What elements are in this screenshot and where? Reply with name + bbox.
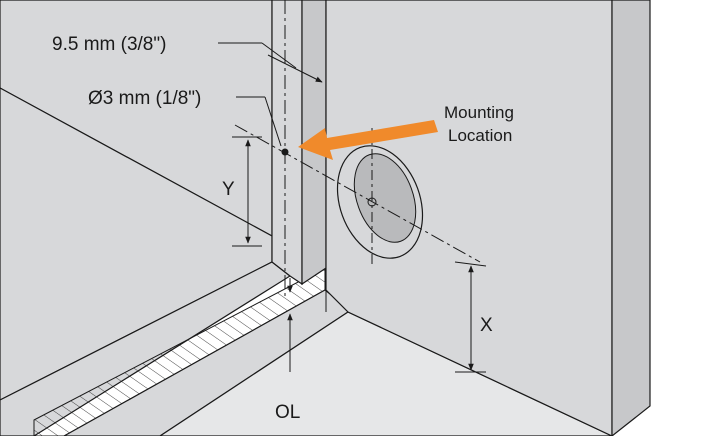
mounting-location-label-line1: Mounting: [444, 103, 514, 122]
hole-diameter-label: Ø3 mm (1/8"): [88, 88, 201, 109]
edge-dim-leader-diag: [261, 42, 297, 69]
mounting-hole: [281, 148, 289, 156]
y-dimension-label: Y: [222, 179, 235, 200]
door-edge: [611, 0, 651, 436]
hinge-cup-recess-inner: [353, 153, 417, 243]
edge-dim-line: [267, 54, 323, 83]
x-dimension-label: X: [480, 315, 493, 336]
overlay-label: OL: [275, 402, 300, 423]
horizontal-centerline: [234, 124, 481, 263]
edge-distance-label: 9.5 mm (3/8"): [52, 34, 166, 55]
x-dim-ext-top: [454, 261, 487, 267]
background-right: [650, 0, 720, 436]
face-frame-front: [271, 0, 303, 286]
door-panel: [325, 0, 613, 436]
mounting-location-arrow: [298, 120, 438, 160]
mounting-location-label-line2: Location: [448, 126, 512, 145]
hole-leader-v: [264, 96, 282, 147]
